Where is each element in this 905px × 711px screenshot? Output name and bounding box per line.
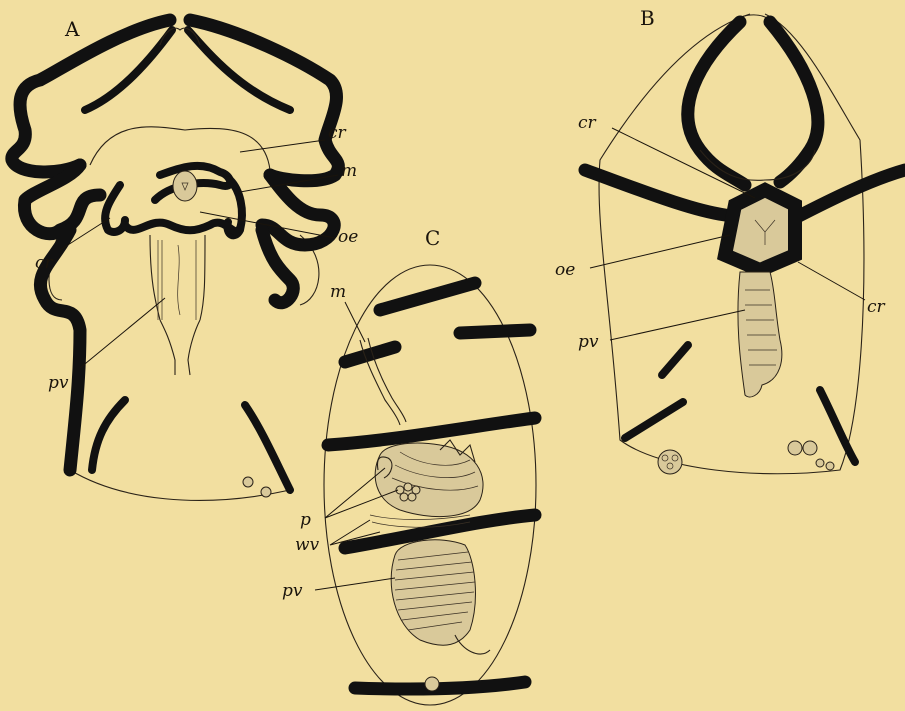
panel-c-label: C	[425, 226, 440, 250]
panel-c-cell-5	[408, 493, 416, 501]
panel-b-otocyst-right-2	[803, 441, 817, 455]
panel-c-band-1	[380, 283, 475, 310]
panel-a-apical-ridge-right	[188, 30, 290, 110]
panel-b-lateral-band-left-1	[662, 345, 688, 375]
panel-c-band-5	[355, 682, 525, 689]
panel-b-label-oe: oe	[555, 260, 575, 280]
panel-a-label-oe: oe	[338, 227, 358, 247]
panel-c-band-2b	[460, 330, 530, 333]
panel-c-pv	[391, 540, 475, 645]
panel-c-cell-2	[404, 483, 412, 491]
panel-c-band-2a	[345, 347, 395, 362]
panel-c-label-wv: wv	[295, 535, 320, 555]
panel-a-leader-pv	[80, 298, 165, 368]
panel-a-mouth	[173, 171, 197, 201]
panel-a-preoral-lobe	[90, 127, 270, 170]
panel-a-gut-fold	[178, 245, 180, 315]
panel-c-leader-pv	[315, 578, 395, 590]
panel-c-label-m: m	[330, 282, 346, 302]
panel-b-arc-right	[770, 22, 818, 182]
panel-a-otocyst-1	[243, 477, 253, 487]
panel-b-transverse-band-left	[585, 170, 725, 215]
panel-b-label-cr-top: cr	[578, 113, 597, 133]
panel-c-band-3	[328, 418, 535, 445]
panel-b-label-pv: pv	[578, 332, 599, 352]
panel-c-leader-m	[345, 302, 365, 342]
panel-a-label-cr-top: cr	[328, 123, 347, 143]
panel-c-label-pv: pv	[282, 581, 303, 601]
panel-c-pore	[425, 677, 439, 691]
panel-c-cell-4	[400, 493, 408, 501]
panel-b-oral-ring	[725, 190, 795, 270]
panel-b: B cr oe cr pv	[555, 6, 905, 474]
panel-b-leader-cr-right	[798, 262, 865, 300]
panel-b-otocyst-right-4	[826, 462, 834, 470]
panel-b-arc-left	[688, 22, 745, 185]
panel-b-lateral-band-right	[820, 390, 855, 462]
panel-b-leader-oe	[590, 235, 730, 268]
panel-a: A	[12, 17, 358, 500]
panel-b-leader-pv	[610, 310, 745, 340]
panel-a-oral-lobe-left	[12, 20, 170, 172]
panel-a-otocyst-2	[261, 487, 271, 497]
panel-c-label-p: p	[300, 510, 311, 530]
panel-a-posterior-band-right	[245, 405, 290, 490]
panel-b-otocyst-right-3	[816, 459, 824, 467]
panel-b-lateral-band-left-2	[625, 402, 683, 438]
panel-a-leader-cr-top	[240, 140, 325, 152]
panel-a-gut-lines	[158, 240, 196, 320]
panel-a-label-pv: pv	[48, 373, 69, 393]
panel-b-gut	[738, 272, 782, 397]
panel-c-vesicle	[375, 443, 483, 517]
panel-b-label-cr-right: cr	[867, 297, 886, 317]
panel-a-posterior-band-left	[92, 400, 125, 470]
panel-a-ciliated-band-lower	[125, 223, 240, 232]
panel-a-label: A	[64, 17, 80, 41]
panel-b-otocyst-right-1	[788, 441, 802, 455]
panel-c: C m p wv pv	[282, 226, 536, 705]
panel-a-label-cr-left: cr	[35, 253, 54, 273]
panel-b-label: B	[640, 6, 655, 30]
panel-b-otocyst-left	[658, 450, 682, 474]
panel-a-label-m: m	[341, 161, 357, 181]
panel-b-transverse-band-right	[795, 170, 905, 218]
panel-a-stomach	[160, 320, 200, 375]
